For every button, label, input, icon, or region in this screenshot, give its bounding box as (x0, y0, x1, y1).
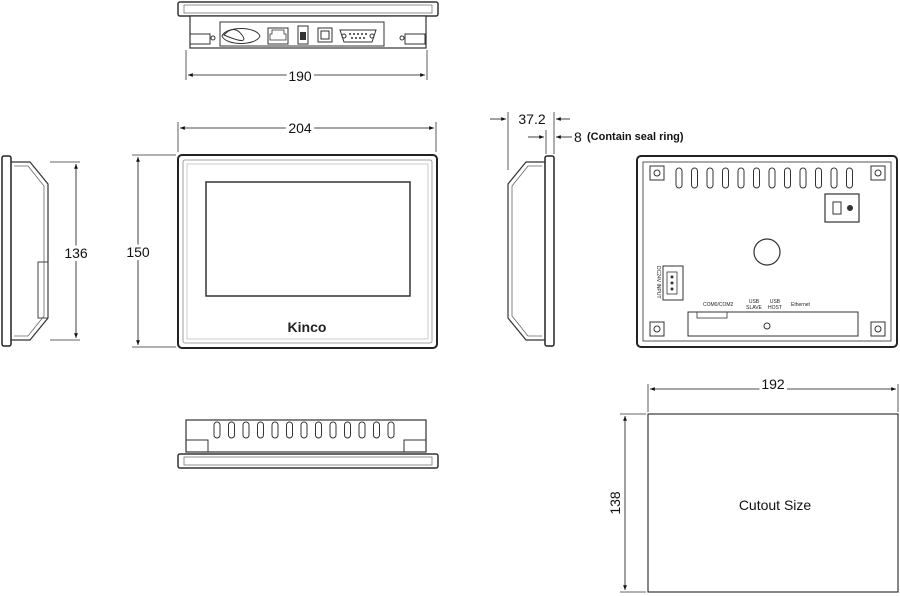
svg-text:HOST: HOST (768, 305, 782, 311)
vent-slot (286, 421, 293, 439)
vent-slot (706, 167, 714, 189)
vent-slot (691, 167, 698, 189)
svg-text:138: 138 (607, 491, 623, 515)
vent-slot (799, 167, 807, 189)
power-port-label: DC24V INPUT (655, 266, 661, 299)
svg-text:USB: USB (770, 299, 781, 305)
vent-slot (300, 421, 308, 439)
dimension-top-width: 190 190 (185, 50, 428, 87)
vent-slot (257, 421, 264, 439)
com-port-label: COM0/COM2 (703, 302, 734, 308)
depth-label: 37.2 (518, 111, 545, 127)
cutout-width-label: 192 (761, 376, 785, 392)
vent-slot (344, 421, 351, 439)
front-width-label: 204 (288, 120, 312, 136)
dimension-cutout-height: 138 138 (604, 413, 646, 593)
vent-slot (242, 421, 250, 439)
top-width-label: 190 (288, 68, 312, 84)
vent-slot (815, 167, 822, 189)
vent-slot (387, 421, 395, 439)
right-side-view (507, 155, 555, 347)
svg-text:USB: USB (749, 299, 760, 305)
svg-text:136: 136 (64, 245, 88, 261)
vent-slot (722, 167, 729, 189)
svg-text:150: 150 (126, 244, 150, 260)
vent-slot (228, 421, 235, 439)
dimension-front-height: 150 150 (123, 154, 176, 348)
vent-slot (373, 421, 380, 439)
svg-text:204: 204 (288, 120, 312, 136)
brand-logo: Kinco (288, 319, 327, 335)
vent-slot (753, 167, 760, 189)
vent-slot (315, 421, 322, 439)
vent-slot (675, 167, 683, 189)
cutout-area: Cutout Size (647, 413, 899, 593)
side-height-label: 136 (64, 245, 88, 261)
vent-slot (358, 421, 366, 439)
bottom-view (177, 419, 439, 469)
front-thickness-label: 8 (574, 129, 582, 145)
seal-note: (Contain seal ring) (587, 131, 684, 143)
vent-slot (784, 167, 791, 189)
vent-slot (846, 167, 853, 189)
vent-slot (768, 167, 776, 189)
svg-text:190: 190 (288, 68, 312, 84)
display-screen (205, 181, 411, 297)
dimension-front-width: 204 204 (177, 117, 437, 152)
left-side-view (1, 155, 49, 347)
svg-text:192: 192 (761, 376, 785, 392)
cutout-label: Cutout Size (739, 497, 812, 513)
rear-view: DC24V INPUT COM0/COM2 USB SLAVE USB HOST… (636, 155, 898, 348)
dimension-depth: 37.2 8 (Contain seal ring) (490, 111, 684, 170)
dimension-cutout-width: 192 192 (647, 373, 899, 412)
vent-slot (737, 167, 745, 189)
cutout-height-label: 138 (607, 491, 623, 515)
ethernet-port-label: Ethernet (791, 302, 811, 308)
vent-slot (329, 421, 337, 439)
vent-slot (271, 421, 279, 439)
front-view: Kinco (177, 154, 438, 349)
vent-slot (213, 421, 221, 439)
dimension-side-height: 136 136 (50, 161, 91, 341)
vent-slot (830, 167, 838, 189)
top-view (177, 1, 439, 49)
front-height-label: 150 (126, 244, 150, 260)
svg-text:SLAVE: SLAVE (746, 305, 762, 311)
